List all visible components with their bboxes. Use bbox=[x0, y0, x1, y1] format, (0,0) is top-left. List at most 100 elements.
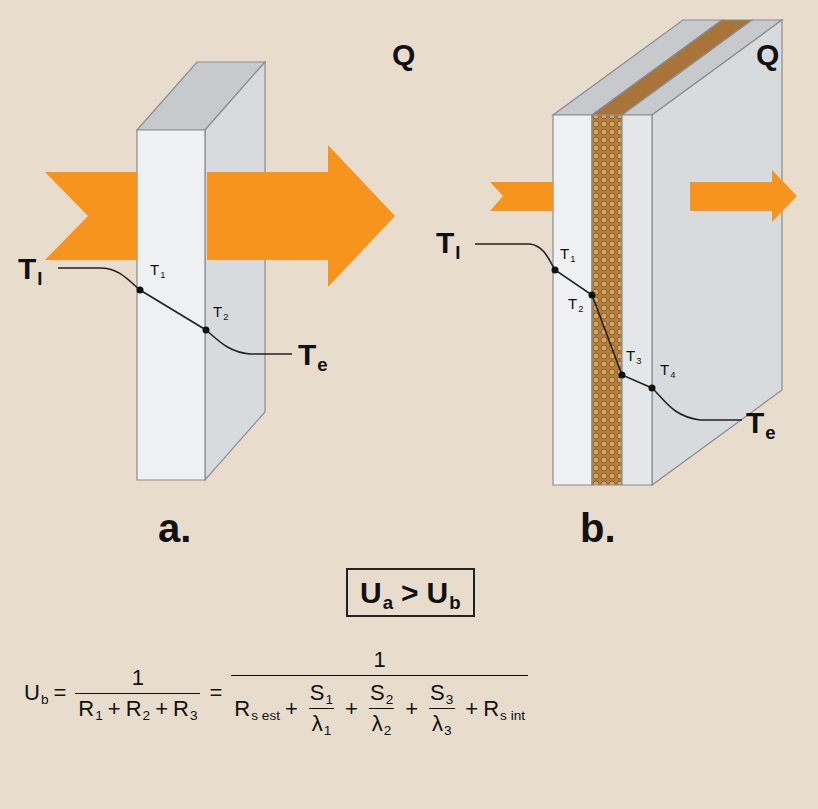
symbol-text: T bbox=[150, 261, 159, 278]
subscript: 2 bbox=[223, 312, 228, 322]
subscript: I bbox=[37, 268, 42, 289]
temperature-label: Te bbox=[298, 340, 328, 370]
subscript: b bbox=[41, 692, 49, 707]
temperature-curve bbox=[475, 244, 742, 420]
symbol-text: 1 bbox=[374, 647, 386, 673]
symbol-text: + bbox=[285, 696, 298, 722]
denominator: λ2 bbox=[369, 708, 395, 739]
formula-symbol: R3 bbox=[173, 696, 197, 722]
symbol-text: Q bbox=[392, 38, 415, 71]
numerator: 1 bbox=[124, 663, 152, 693]
subscript: 2 bbox=[143, 708, 151, 723]
symbol-text: λ bbox=[312, 711, 323, 736]
symbol-text: U bbox=[360, 576, 382, 609]
symbol-text: R bbox=[483, 696, 499, 721]
symbol-text: T bbox=[560, 245, 569, 262]
symbol-text: + bbox=[345, 696, 358, 722]
subscript: 3 bbox=[636, 356, 641, 366]
heat-arrow-in bbox=[45, 172, 137, 260]
panel-letter: b. bbox=[580, 508, 616, 548]
symbol-text: R bbox=[173, 696, 189, 721]
formula-symbol: R2 bbox=[126, 696, 150, 722]
fraction: 1R1+R2+R3 bbox=[75, 663, 200, 724]
symbol-text: S bbox=[370, 680, 385, 705]
subscript: 1 bbox=[326, 692, 334, 707]
symbol-text: + bbox=[465, 696, 478, 722]
fraction: 1Rs est+S1λ1+S2λ2+S3λ3+Rs int bbox=[231, 645, 528, 741]
temperature-label: T2 bbox=[568, 296, 583, 311]
fraction: S2λ2 bbox=[367, 678, 396, 739]
symbol-text: T bbox=[568, 295, 577, 312]
subscript: 3 bbox=[190, 708, 198, 723]
comparison-box: Ua>Ub bbox=[346, 568, 475, 617]
symbol-text: R bbox=[234, 696, 250, 721]
numerator: S3 bbox=[427, 678, 456, 708]
subscript: s est bbox=[251, 708, 280, 723]
formula-symbol: Rs int bbox=[483, 696, 525, 722]
subscript: e bbox=[317, 354, 327, 375]
temperature-label: Te bbox=[746, 408, 776, 438]
symbol-text: U bbox=[24, 680, 40, 705]
denominator: λ3 bbox=[429, 708, 455, 739]
subscript: 1 bbox=[95, 708, 103, 723]
temperature-label: TI bbox=[436, 228, 461, 258]
subscript: 1 bbox=[160, 270, 165, 280]
symbol-text: + bbox=[155, 696, 168, 722]
symbol-text: S bbox=[430, 680, 445, 705]
temperature-label: TI bbox=[18, 254, 43, 284]
symbol-text: U bbox=[427, 576, 449, 609]
subscript: 3 bbox=[446, 692, 454, 707]
symbol-text: T bbox=[436, 226, 454, 259]
panel-letter: a. bbox=[158, 508, 191, 548]
symbol-text: a. bbox=[158, 506, 191, 550]
temperature-label: T3 bbox=[626, 348, 641, 363]
symbol-text: Q bbox=[756, 38, 779, 71]
symbol-text: T bbox=[213, 303, 222, 320]
symbol-text: T bbox=[660, 361, 669, 378]
formula-symbol: Ub bbox=[24, 680, 48, 706]
denominator: Rs est+S1λ1+S2λ2+S3λ3+Rs int bbox=[231, 675, 528, 741]
subscript: I bbox=[455, 242, 460, 263]
subscript: 2 bbox=[578, 304, 583, 314]
symbol-text: R bbox=[126, 696, 142, 721]
formula-symbol: S1 bbox=[310, 680, 333, 706]
temperature-label: T1 bbox=[560, 246, 575, 261]
formula-symbol: S2 bbox=[370, 680, 393, 706]
formula-symbol: λ3 bbox=[432, 711, 452, 737]
single-wall bbox=[137, 62, 265, 480]
subscript: 2 bbox=[384, 723, 392, 738]
subscript: 3 bbox=[444, 723, 452, 738]
symbol-text: R bbox=[78, 696, 94, 721]
symbol-text: 1 bbox=[132, 665, 144, 691]
symbol-text: = bbox=[209, 680, 222, 706]
symbol-text: T bbox=[746, 406, 764, 439]
formula-symbol: λ2 bbox=[372, 711, 392, 737]
numerator: 1 bbox=[366, 645, 394, 675]
insulated-wall bbox=[553, 20, 782, 485]
temperature-label: T2 bbox=[213, 304, 228, 319]
formula-symbol: R1 bbox=[78, 696, 102, 722]
formula-symbol: Rs est bbox=[234, 696, 280, 722]
subscript: 1 bbox=[324, 723, 332, 738]
symbol-text: + bbox=[405, 696, 418, 722]
symbol-text: + bbox=[108, 696, 121, 722]
symbol-text: T bbox=[18, 252, 36, 285]
fraction: S3λ3 bbox=[427, 678, 456, 739]
subscript: 1 bbox=[570, 254, 575, 264]
symbol-text: b. bbox=[580, 506, 616, 550]
heat-arrow-out bbox=[207, 145, 395, 287]
u-value-formula: Ub=1R1+R2+R3=1Rs est+S1λ1+S2λ2+S3λ3+Rs i… bbox=[24, 645, 532, 741]
subscript: 2 bbox=[386, 692, 394, 707]
symbol-text: T bbox=[298, 338, 316, 371]
symbol-text: S bbox=[310, 680, 325, 705]
denominator: λ1 bbox=[309, 708, 335, 739]
subscript: a bbox=[383, 592, 393, 613]
heat-flow-label: Q bbox=[756, 40, 779, 70]
symbol-text: λ bbox=[372, 711, 383, 736]
symbol-text: = bbox=[53, 680, 66, 706]
symbol-text: T bbox=[626, 347, 635, 364]
subscript: b bbox=[449, 592, 460, 613]
heat-flow-label: Q bbox=[392, 40, 415, 70]
temperature-label: T4 bbox=[660, 362, 675, 377]
